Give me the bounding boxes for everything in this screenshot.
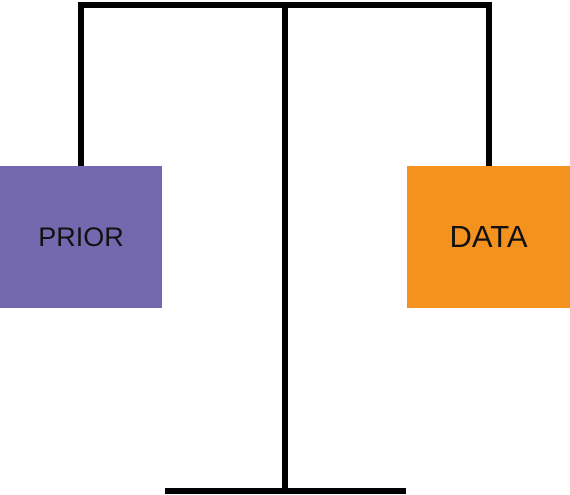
data-box: DATA	[407, 166, 570, 308]
prior-label: PRIOR	[38, 221, 124, 252]
prior-box: PRIOR	[0, 166, 162, 308]
data-label: DATA	[449, 219, 528, 254]
